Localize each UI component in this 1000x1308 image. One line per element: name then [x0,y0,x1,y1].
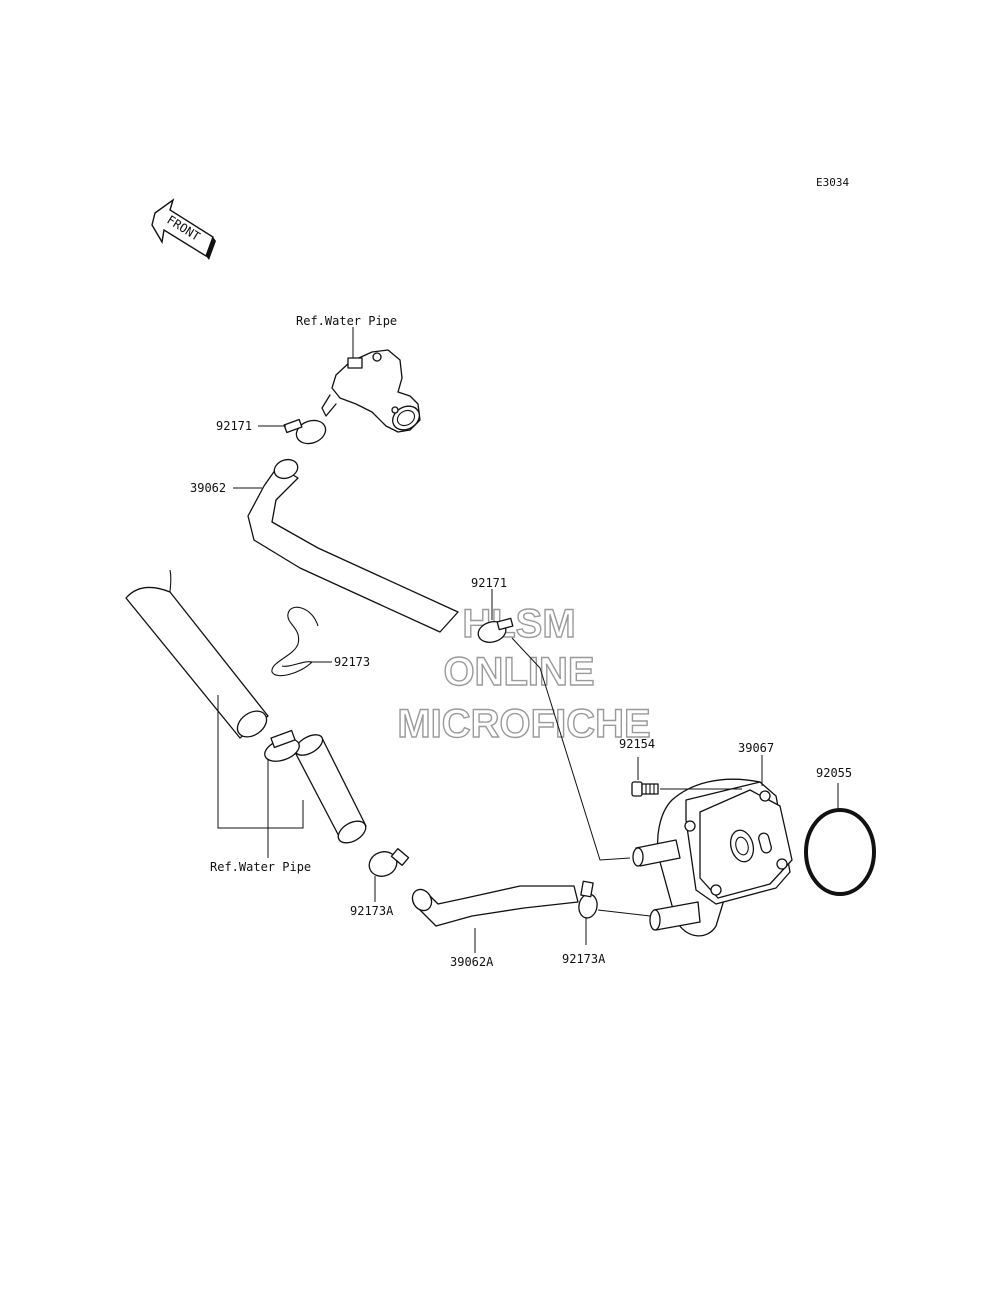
water-pipe-bottom [125,569,367,844]
clamp-92171-mid [477,617,514,643]
hose-39062 [247,458,459,633]
label-ref-water-pipe-bottom: Ref.Water Pipe [210,860,311,874]
label-39062A: 39062A [450,955,494,969]
diagram-code: E3034 [816,176,849,189]
clip-92173 [271,606,319,677]
label-92055: 92055 [816,766,852,780]
clamp-ref-pipe [264,729,300,762]
label-92173: 92173 [334,655,370,669]
watermark-line3: MICROFICHE [397,702,650,746]
clamp-92173A-right [578,880,598,919]
oring-92055 [804,808,876,896]
hose-39062A [411,885,579,927]
water-pipe-housing-top [321,349,421,433]
label-92173A-left: 92173A [350,904,394,918]
watermark-line1: HLSM [462,602,575,646]
clamp-92173A-left [368,848,410,877]
label-92171-top: 92171 [216,419,252,433]
label-39062: 39062 [190,481,226,495]
label-ref-water-pipe-top: Ref.Water Pipe [296,314,397,328]
label-92173A-right: 92173A [562,952,606,966]
watermark: HLSM ONLINE MICROFICHE [397,601,652,746]
label-92171-mid: 92171 [471,576,507,590]
label-39067: 39067 [738,741,774,755]
bolt-92154 [631,781,659,797]
front-arrow-icon: FRONT [151,198,216,260]
clamp-92171-top [283,418,327,445]
oil-cooler-39067 [632,778,793,937]
label-92154: 92154 [619,737,655,751]
watermark-line2: ONLINE [443,650,594,694]
